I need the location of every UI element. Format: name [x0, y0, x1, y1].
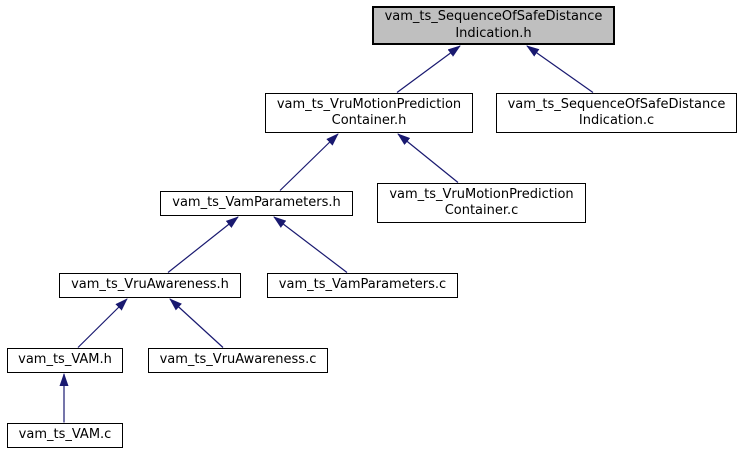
edge-vru-motion-container-c-to-vru-motion-container-h	[397, 133, 459, 183]
edge-vam-parameters-c-to-vam-parameters-h	[273, 216, 348, 273]
graph-node-seq-indication-h: vam_ts_SequenceOfSafeDistance Indication…	[372, 6, 615, 45]
graph-node-vru-awareness-c[interactable]: vam_ts_VruAwareness.c	[148, 348, 328, 373]
edge-vru-motion-container-h-to-seq-indication-h	[396, 45, 461, 93]
graph-node-vru-motion-container-c[interactable]: vam_ts_VruMotionPrediction Container.c	[377, 183, 586, 223]
edge-vam-parameters-h-to-vru-motion-container-h	[279, 133, 339, 191]
graph-node-seq-indication-c[interactable]: vam_ts_SequenceOfSafeDistance Indication…	[496, 93, 737, 133]
graph-node-vam-parameters-c[interactable]: vam_ts_VamParameters.c	[267, 273, 458, 298]
edge-seq-indication-c-to-seq-indication-h	[526, 45, 594, 93]
edge-vam-h-to-vru-awareness-h	[77, 298, 128, 348]
edge-vru-awareness-c-to-vru-awareness-h	[169, 298, 224, 348]
graph-node-vru-motion-container-h[interactable]: vam_ts_VruMotionPrediction Container.h	[265, 93, 473, 133]
graph-node-vru-awareness-h[interactable]: vam_ts_VruAwareness.h	[59, 273, 241, 298]
graph-node-vam-parameters-h[interactable]: vam_ts_VamParameters.h	[160, 191, 353, 216]
graph-node-vam-h[interactable]: vam_ts_VAM.h	[7, 348, 123, 373]
graph-node-vam-c[interactable]: vam_ts_VAM.c	[7, 423, 123, 448]
edge-vru-awareness-h-to-vam-parameters-h	[167, 216, 239, 273]
